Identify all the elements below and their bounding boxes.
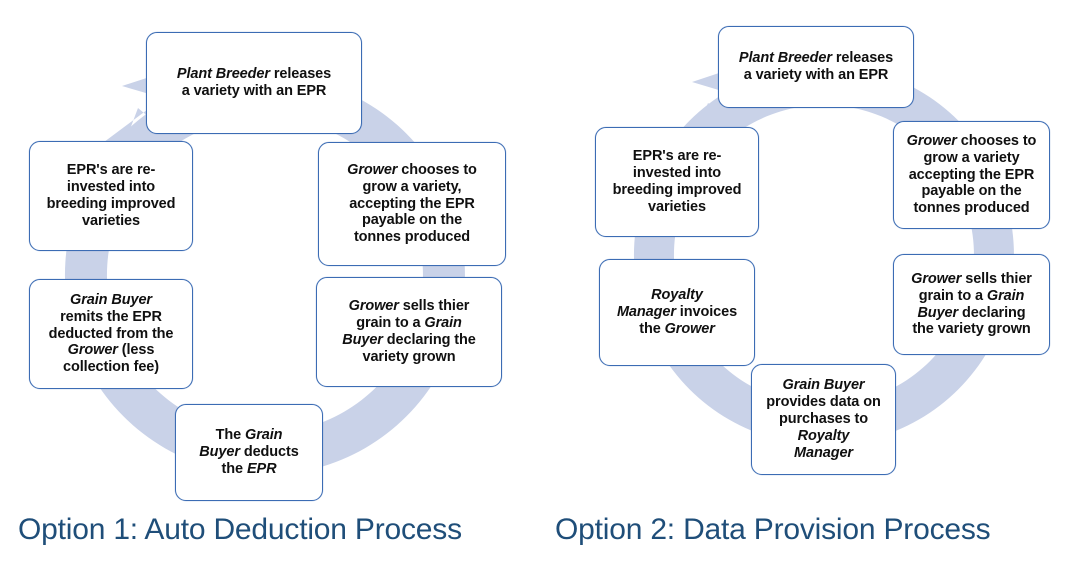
diagram-caption-option-1: Option 1: Auto Deduction Process	[18, 513, 462, 546]
diagram-caption-option-2: Option 2: Data Provision Process	[555, 513, 991, 546]
